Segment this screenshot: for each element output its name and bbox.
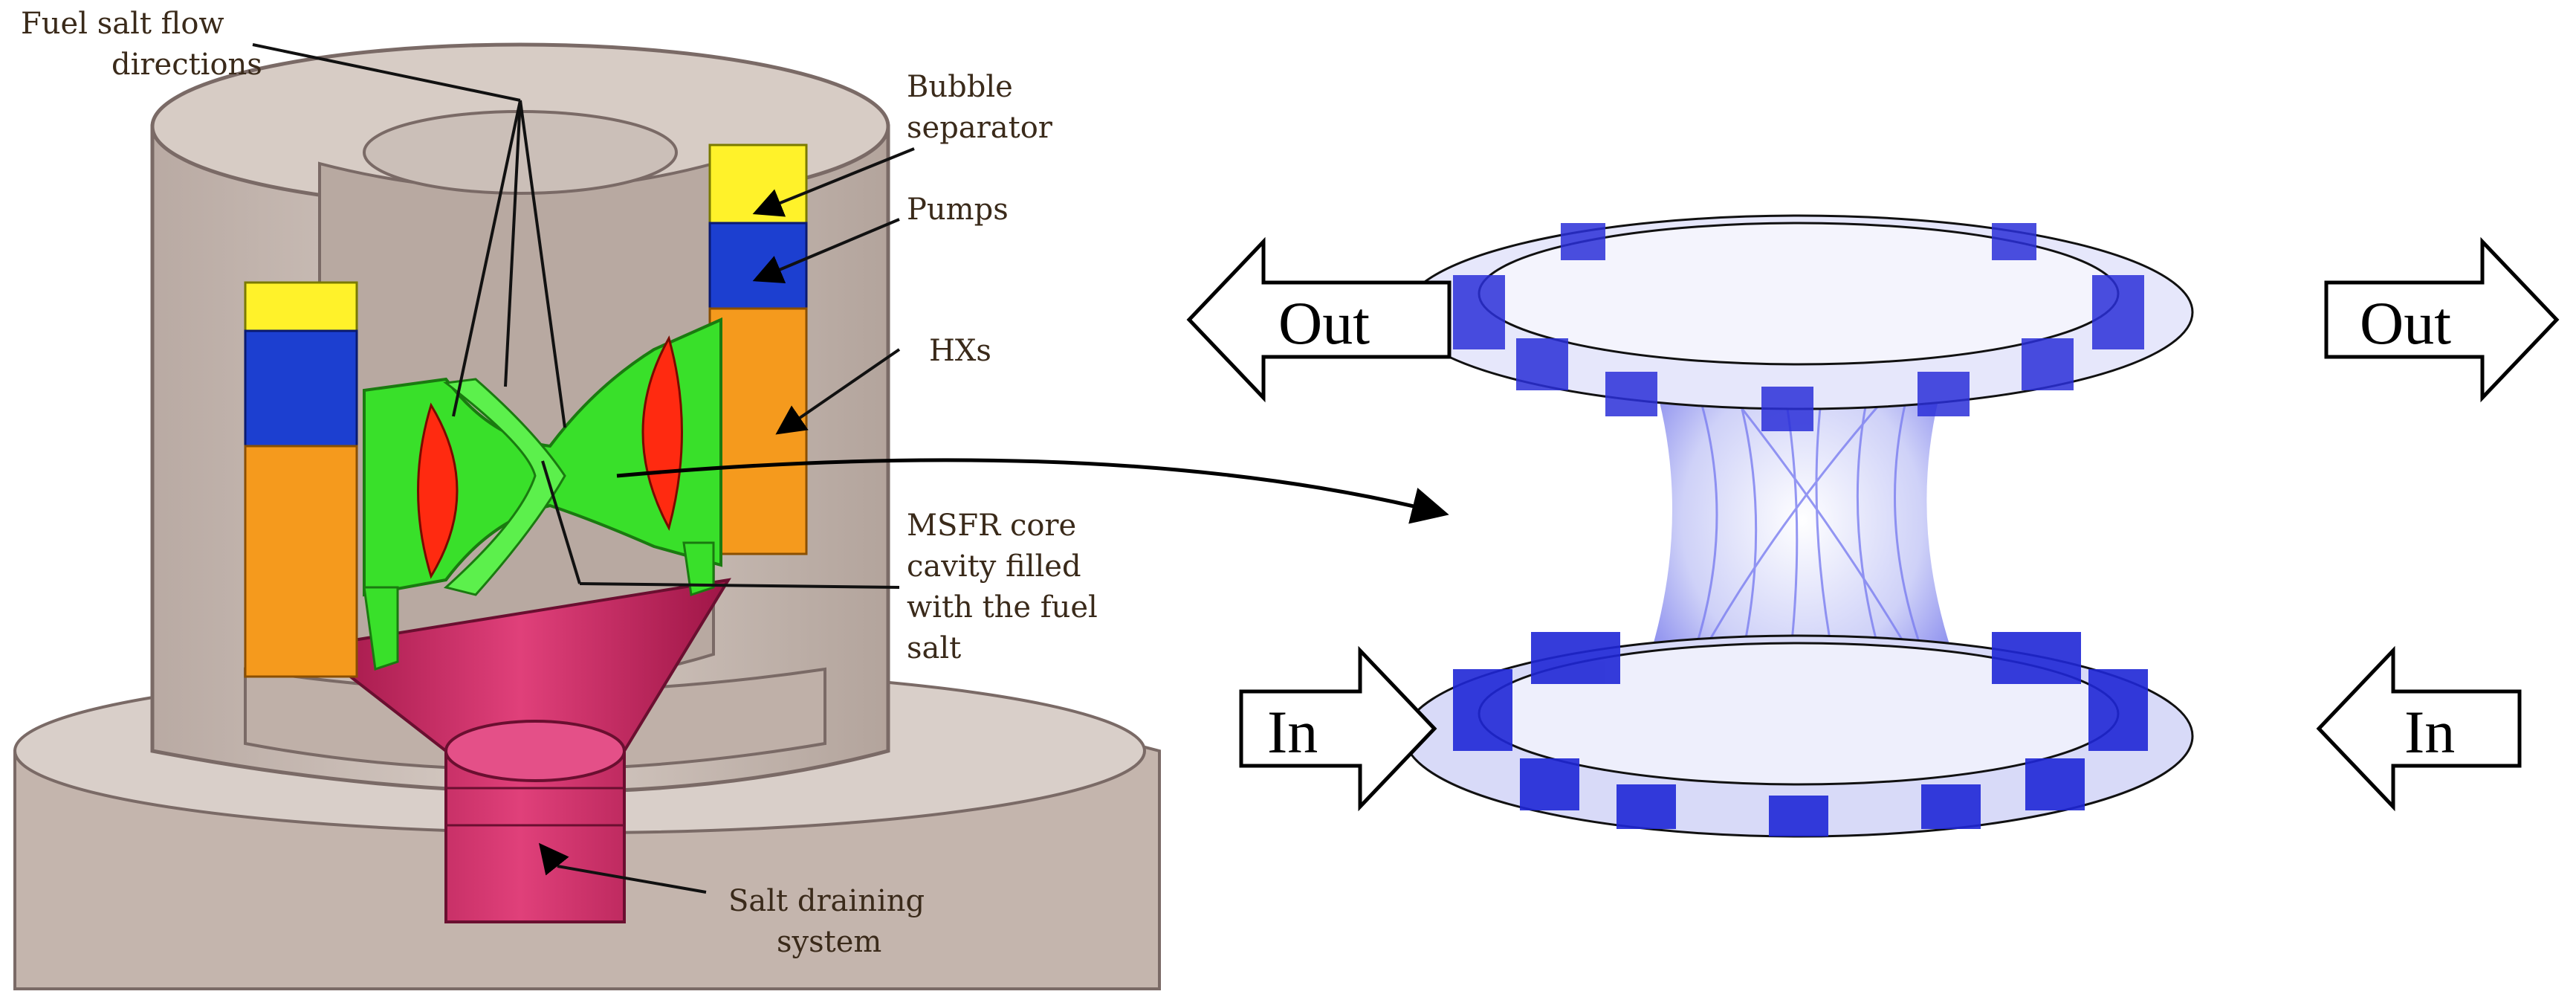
fuel-salt-lower-leg xyxy=(363,586,399,671)
out-left-arrow: Out xyxy=(1186,236,1452,403)
label-core-cavity-line4: salt xyxy=(907,631,961,665)
lower-manifold xyxy=(1403,632,2194,838)
label-flow-directions: Fuel salt flow directions xyxy=(21,7,262,82)
fuel-salt-lower-leg-right xyxy=(682,541,715,596)
label-hxs: HXs xyxy=(929,334,991,368)
drain-pipe-top xyxy=(444,720,626,782)
left-heat-exchanger xyxy=(244,445,358,678)
label-bubble-separator: Bubble separator xyxy=(907,70,1053,145)
in-right-label: In xyxy=(2404,698,2455,766)
left-pump xyxy=(244,329,358,451)
right-heat-exchanger xyxy=(708,307,808,555)
core-flow-model: Out Out In In xyxy=(1186,214,2560,838)
label-bubble-separator-line2: separator xyxy=(907,111,1053,145)
upper-nozzles xyxy=(1453,223,2144,431)
label-salt-draining: Salt draining system xyxy=(728,884,934,959)
right-pump xyxy=(708,222,808,317)
label-core-cavity-line3: with the fuel xyxy=(907,590,1098,625)
fuel-salt-core-hourglass xyxy=(443,378,566,596)
out-left-label: Out xyxy=(1278,289,1370,357)
in-left-label: In xyxy=(1267,698,1318,766)
label-core-cavity: MSFR core cavity filled with the fuel sa… xyxy=(907,509,1107,665)
upper-manifold xyxy=(1403,214,2194,431)
msfr-cutaway-illustration: Fuel salt flow directions Bubble separat… xyxy=(13,7,1161,990)
core-to-flow-model-arrow xyxy=(616,458,1449,524)
label-salt-draining-line1: Salt draining xyxy=(728,884,925,918)
label-core-cavity-line2: cavity filled xyxy=(907,549,1081,584)
label-flow-directions-line2: directions xyxy=(111,48,262,82)
out-right-label: Out xyxy=(2360,289,2451,357)
label-pumps: Pumps xyxy=(907,193,1009,227)
left-reflector xyxy=(417,402,459,579)
label-salt-draining-line2: system xyxy=(777,925,881,959)
leader-lines xyxy=(252,43,915,894)
right-reflector xyxy=(641,335,683,532)
lower-nozzles xyxy=(1453,632,2148,836)
label-core-cavity-line1: MSFR core xyxy=(907,509,1076,543)
in-right-arrow: In xyxy=(2316,645,2522,812)
streamline-volume xyxy=(1635,327,1970,714)
label-flow-directions-line1: Fuel salt flow xyxy=(21,7,224,41)
in-left-arrow: In xyxy=(1239,645,1437,812)
out-right-arrow: Out xyxy=(2324,236,2560,403)
label-bubble-separator-line1: Bubble xyxy=(907,70,1013,104)
